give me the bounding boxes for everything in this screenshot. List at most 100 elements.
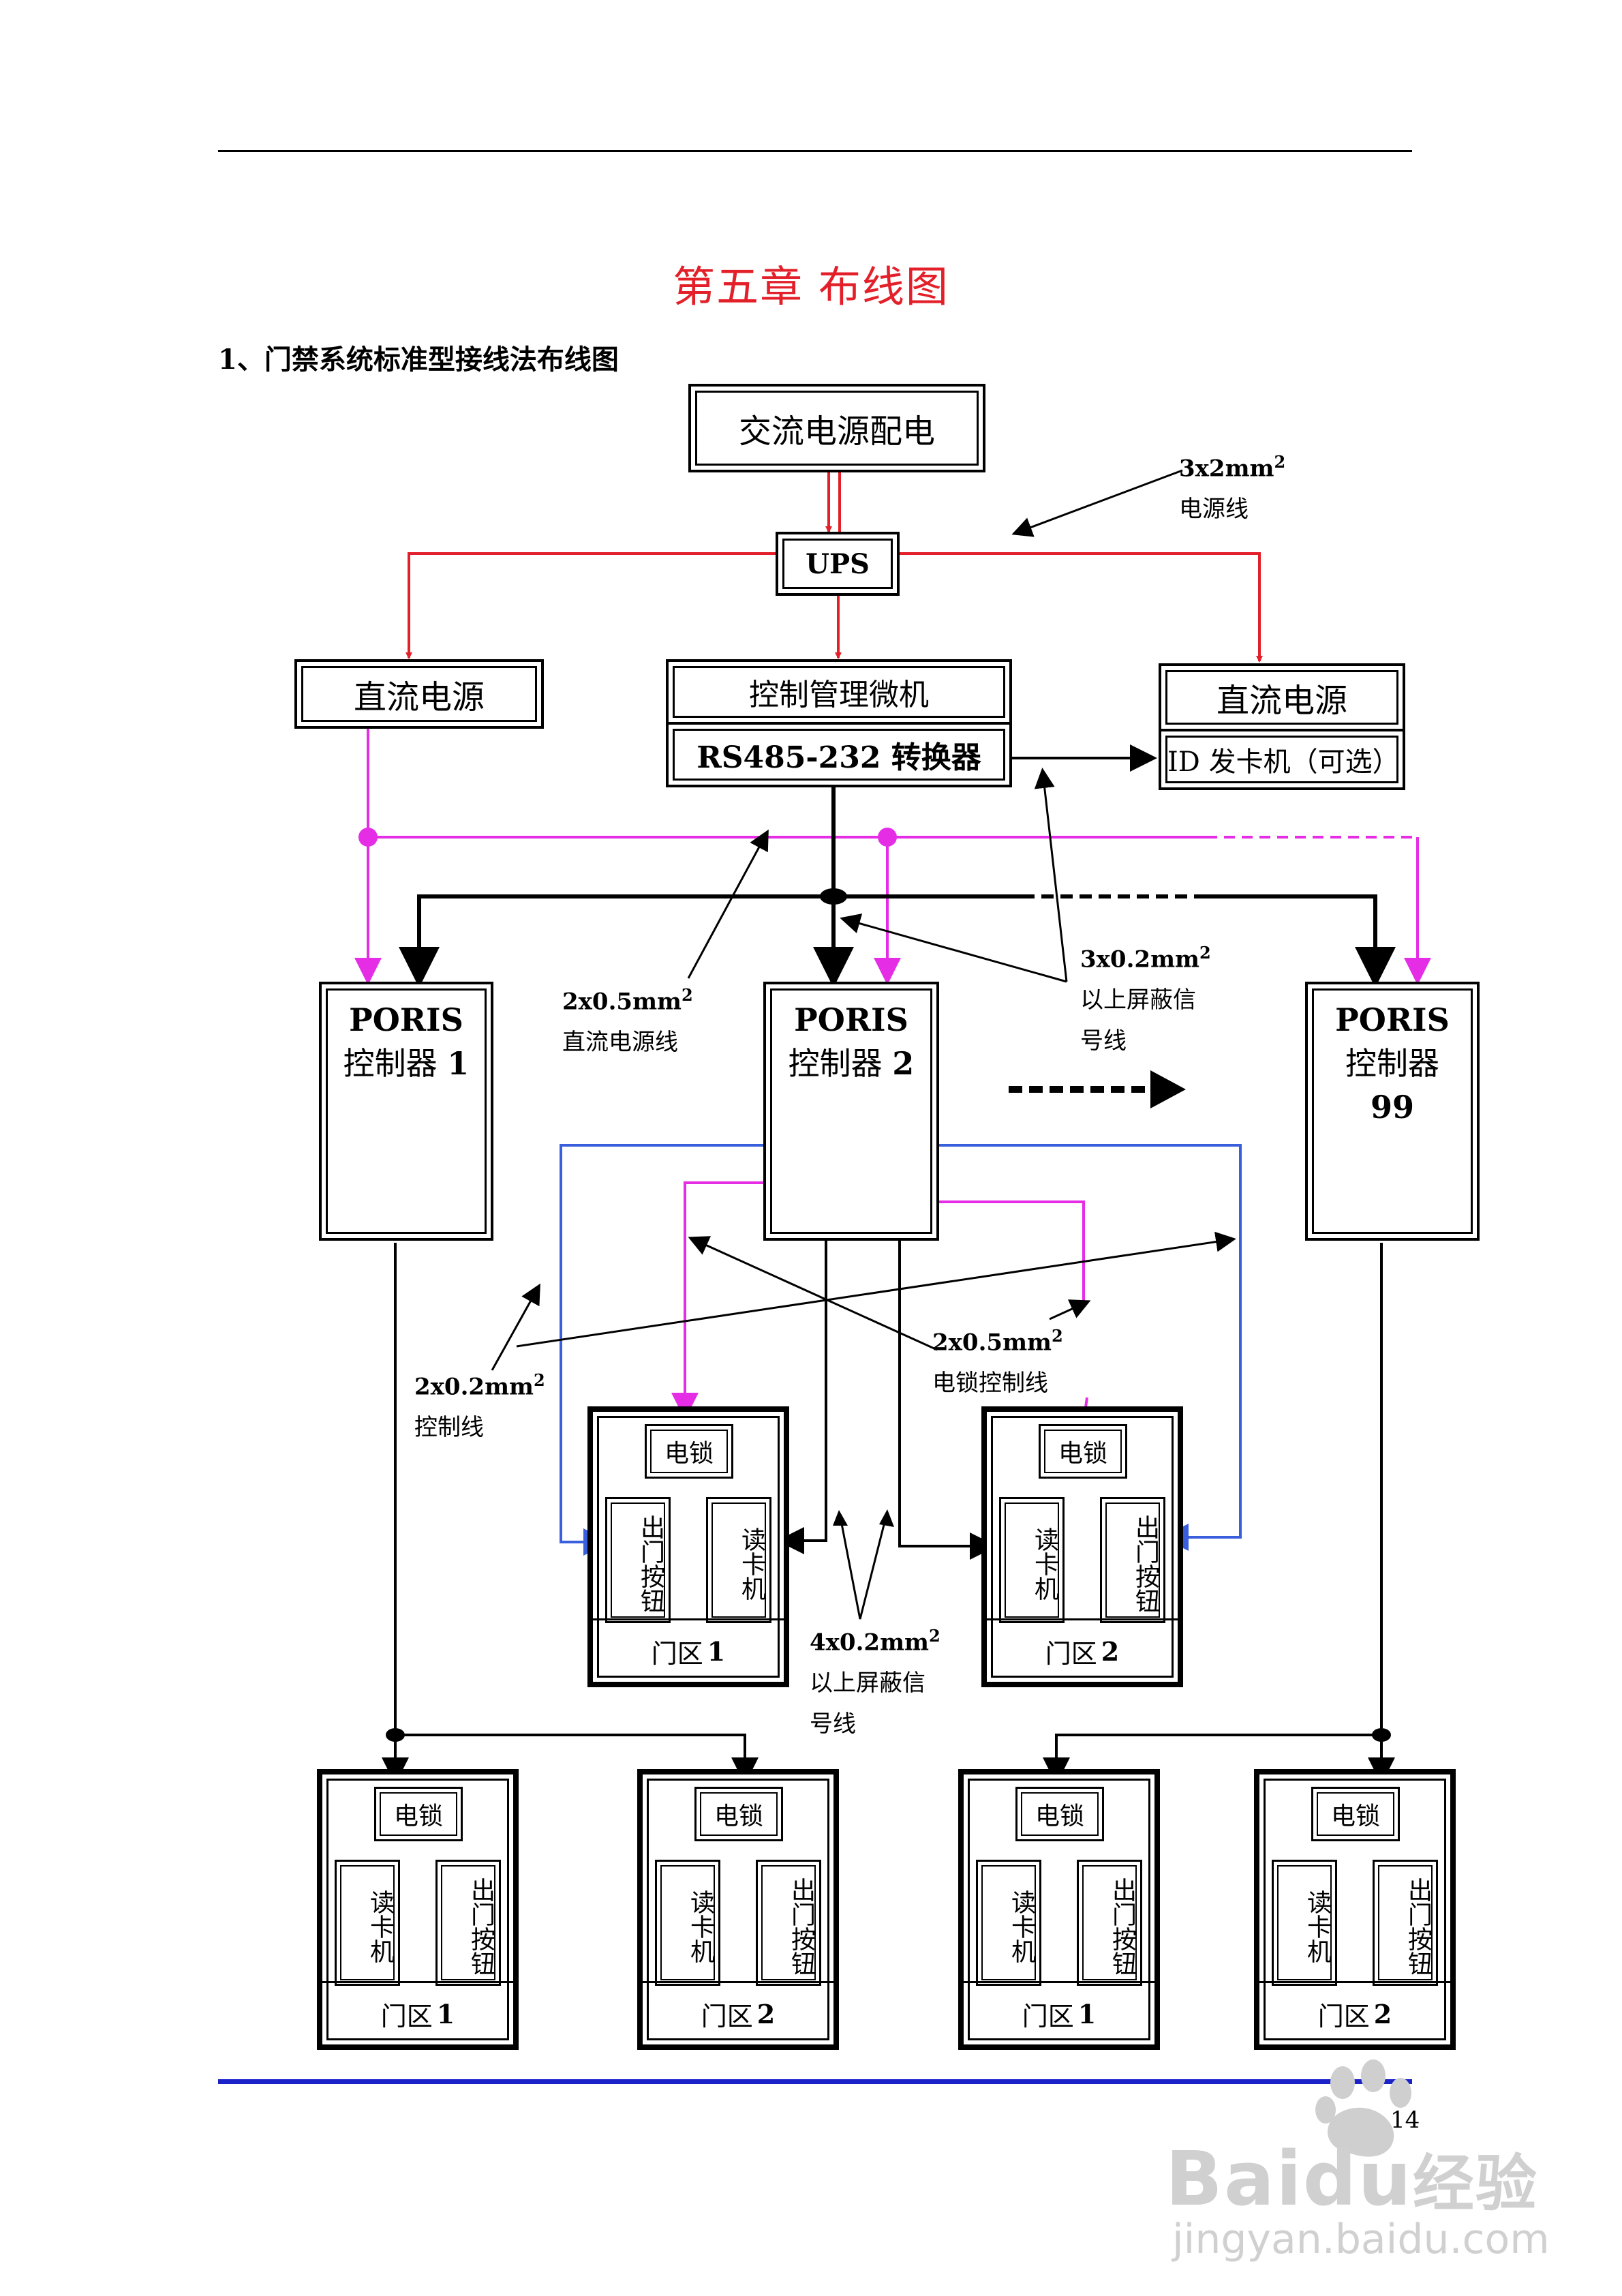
dc-power-left-label: 直流电源: [301, 666, 537, 722]
pointer-dc-cable: [687, 829, 769, 979]
ctrl2-to-door2-lock: [937, 1200, 1085, 1302]
id-card-issuer-box: ID 发卡机（可选）: [1159, 729, 1405, 790]
card-reader: 读卡机: [976, 1860, 1041, 1986]
exit-button: 出门按钮: [756, 1860, 821, 1986]
dc-junction-mid: [878, 828, 897, 847]
controller-99-label: 控制器: [1345, 1045, 1439, 1082]
controller-2: PORIS 控制器 2: [763, 982, 939, 1241]
more-controllers-arrowhead: [1150, 1070, 1186, 1108]
controller-2-label: 控制器 2: [788, 1045, 915, 1082]
pointer-4core-head-a: [833, 1510, 848, 1526]
controller-99-number: 99: [1370, 1089, 1414, 1126]
dc-lines: [354, 726, 1431, 1420]
footer-rule: [218, 2079, 1412, 2084]
annotation-power-cable: 3x2mm2 电源线: [1179, 452, 1286, 524]
electric-lock: 电锁: [694, 1787, 783, 1841]
ac-power-label: 交流电源配电: [695, 391, 979, 466]
card-reader: 读卡机: [706, 1497, 771, 1623]
controller-1: PORIS 控制器 1: [319, 982, 493, 1241]
pointer-4core-head-b: [879, 1509, 894, 1527]
signal-lines: [399, 786, 1396, 988]
host-pc-label: 控制管理微机: [673, 666, 1005, 718]
controller-1-brand: PORIS: [349, 1001, 463, 1038]
controller-2-brand: PORIS: [794, 1001, 908, 1038]
pointer-lock-a: [1049, 1299, 1091, 1320]
pointer-control-a: [516, 1231, 1236, 1348]
ctrl2-to-door1-lock: [671, 1181, 763, 1420]
electric-lock: 电锁: [1039, 1424, 1127, 1479]
id-card-issuer-label: ID 发卡机（可选）: [1165, 736, 1400, 783]
watermark-brand: Baidu经验: [1165, 2135, 1538, 2222]
exit-button: 出门按钮: [605, 1497, 671, 1623]
pointer-power-cable: [1011, 469, 1183, 537]
ctrl2-to-door1-exit: [560, 1144, 763, 1556]
signal-bus-left: [399, 894, 833, 988]
card-reader: 读卡机: [999, 1497, 1065, 1623]
ups-label: UPS: [782, 539, 893, 589]
electric-lock: 电锁: [374, 1787, 463, 1841]
ctrl2-to-door2-reader: [898, 1237, 997, 1560]
pointer-lock-b: [688, 1236, 938, 1351]
dc-power-left-box: 直流电源: [294, 659, 544, 729]
annotation-control-cable: 2x0.2mm2 控制线: [414, 1370, 545, 1442]
pointer-arrows: [491, 469, 1236, 1620]
dc-power-right-box: 直流电源: [1159, 663, 1405, 731]
host-pc-box: 控制管理微机: [666, 659, 1012, 725]
converter-label: RS485-232 转换器: [673, 729, 1005, 781]
card-reader: 读卡机: [1272, 1860, 1337, 1986]
ctrl1-junction: [386, 1728, 405, 1742]
paw-icon: [1315, 2059, 1411, 2157]
baidu-watermark: Baidu经验 jingyan.baidu.com: [1131, 2045, 1567, 2270]
section-heading: 1、门禁系统标准型接线法布线图: [218, 344, 619, 376]
exit-button: 出门按钮: [1373, 1860, 1438, 1986]
header-rule: [218, 150, 1412, 152]
ctrl1-to-door-b: [395, 1734, 759, 1785]
ac-power-box: 交流电源配电: [688, 384, 985, 472]
annotation-dc-cable: 2x0.5mm2 直流电源线: [562, 985, 693, 1057]
annotation-shielded-3core: 3x0.2mm2 以上屏蔽信 号线: [1080, 943, 1211, 1055]
ups-to-right-dc-line: [897, 552, 1263, 663]
ctrl2-to-door2-exit: [937, 1144, 1242, 1551]
pointer-4core: [839, 1516, 887, 1620]
exit-button: 出门按钮: [1077, 1860, 1142, 1986]
exit-button: 出门按钮: [435, 1860, 501, 1986]
watermark-url: jingyan.baidu.com: [1172, 2216, 1550, 2263]
power-lines: [406, 469, 1263, 663]
controller-99-brand: PORIS: [1335, 1001, 1450, 1038]
ctrl99-to-door-c: [1043, 1734, 1381, 1785]
chapter-title: 第五章 布线图: [673, 262, 949, 312]
ups-box: UPS: [776, 532, 900, 596]
signal-bus-to-ctrl99: [1206, 894, 1396, 988]
electric-lock: 电锁: [1311, 1787, 1400, 1841]
pointer-control-b: [491, 1283, 540, 1371]
ups-to-left-dc-line: [406, 552, 777, 659]
dc-junction-left: [358, 828, 378, 847]
ctrl2-to-door1-reader: [777, 1237, 827, 1554]
card-reader: 读卡机: [655, 1860, 720, 1986]
annotation-shielded-4core: 4x0.2mm2 以上屏蔽信 号线: [810, 1626, 940, 1738]
door-signal-lines: [382, 1237, 1395, 1785]
pointer-3core-a: [1034, 768, 1068, 982]
electric-lock: 电锁: [645, 1424, 733, 1479]
controller-1-label: 控制器 1: [343, 1045, 470, 1082]
signal-junction: [820, 888, 847, 905]
dc-power-right-label: 直流电源: [1165, 670, 1398, 725]
ctrl99-junction: [1372, 1728, 1391, 1742]
converter-box: RS485-232 转换器: [666, 722, 1012, 787]
pointer-3core-b: [840, 913, 1067, 983]
exit-button: 出门按钮: [1100, 1497, 1165, 1623]
controller-99: PORIS 控制器 99: [1305, 982, 1480, 1241]
annotation-lock-cable: 2x0.5mm2 电锁控制线: [932, 1326, 1063, 1398]
electric-lock: 电锁: [1015, 1787, 1104, 1841]
